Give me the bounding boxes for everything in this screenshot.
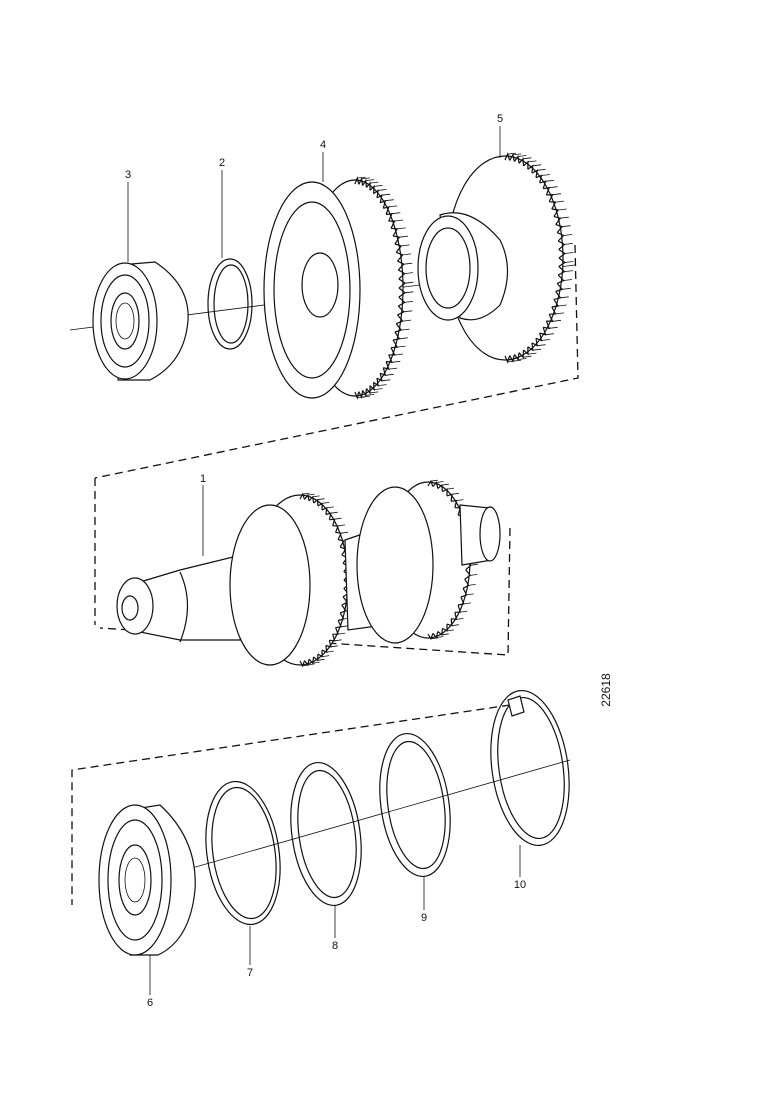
callout-3: 3 [125,169,131,181]
callout-8: 8 [332,940,338,952]
bottom-group-bracket [71,704,511,905]
gear-part-5 [417,152,574,364]
shim-ring-part-7 [205,780,281,926]
callout-leaders [127,126,521,995]
bottom-assembly [71,689,571,956]
bearing-part-6 [98,804,196,956]
countershaft-assembly [94,478,511,668]
snap-ring-part-10 [490,689,570,847]
callout-1: 1 [200,473,206,485]
gear-part-4 [263,176,414,400]
bearing-part-3 [92,261,189,381]
callout-5: 5 [497,113,503,125]
callout-4: 4 [320,139,326,151]
top-group-bracket [94,244,579,479]
callout-labels: 3 2 4 5 1 6 7 8 9 10 [125,113,526,1009]
drawing-reference-number: 22618 [599,673,613,707]
gear-teeth-4 [354,176,414,400]
gear-teeth-5 [504,152,574,364]
callout-9: 9 [421,912,427,924]
shaft-right-bracket [99,527,511,656]
snap-ring-part-2 [207,258,253,350]
callout-7: 7 [247,967,253,979]
callout-10: 10 [514,879,526,891]
shim-ring-part-8 [290,761,362,907]
top-assembly [69,152,579,479]
callout-2: 2 [219,157,225,169]
shim-ring-part-9 [379,732,451,878]
callout-6: 6 [147,997,153,1009]
